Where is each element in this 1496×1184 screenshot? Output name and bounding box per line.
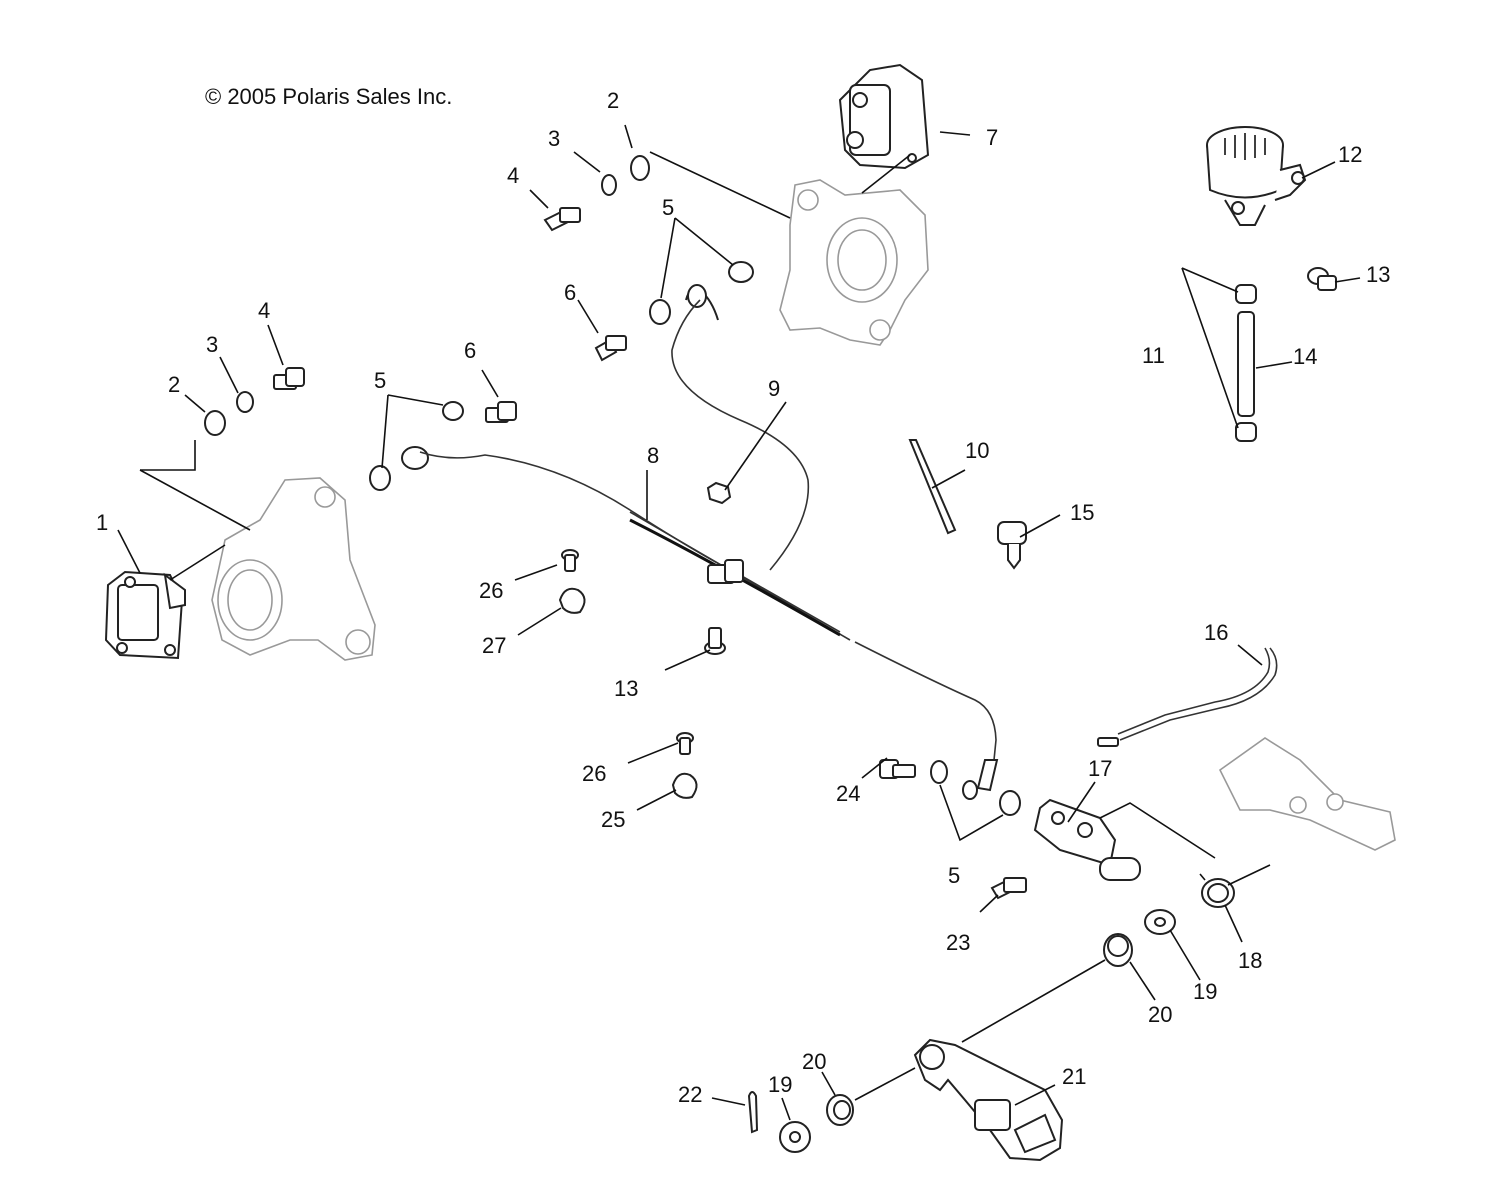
brake-lines	[419, 299, 997, 761]
bushing-20-upper	[1103, 933, 1133, 967]
callout-labels: 1 2 3 4 5 6 2 3 4 5 6 7 8 9 10 11 12 13 …	[96, 88, 1390, 1107]
left-caliper-bracket	[211, 477, 376, 661]
callout-11: 11	[1142, 343, 1165, 368]
callout-24: 24	[836, 781, 860, 806]
callout-15: 15	[1070, 500, 1094, 525]
reservoir-hose	[1235, 284, 1257, 442]
callout-17: 17	[1088, 756, 1112, 781]
callout-4-upper: 4	[507, 163, 519, 188]
brake-reservoir	[1206, 126, 1307, 226]
callout-19-lower: 19	[768, 1072, 792, 1097]
frame-section	[1218, 737, 1396, 851]
brake-cable	[1097, 647, 1278, 747]
callout-8: 8	[647, 443, 659, 468]
callout-3-upper: 3	[548, 126, 560, 151]
washer-19-upper	[1144, 909, 1176, 935]
callout-27: 27	[482, 633, 506, 658]
upper-fasteners	[543, 155, 754, 362]
callout-5-left: 5	[374, 368, 386, 393]
nut-9	[706, 481, 732, 505]
lower-fasteners	[879, 759, 1027, 900]
middle-fasteners	[558, 549, 726, 799]
callout-3-left: 3	[206, 332, 218, 357]
elbow-fitting	[997, 521, 1027, 570]
callout-18: 18	[1238, 948, 1262, 973]
callout-6-left: 6	[464, 338, 476, 363]
callout-1: 1	[96, 510, 108, 535]
callout-14: 14	[1293, 344, 1317, 369]
callout-5-upper: 5	[662, 195, 674, 220]
lower-pedal-hardware	[747, 1091, 854, 1153]
callout-7: 7	[986, 125, 998, 150]
callout-20-lower: 20	[802, 1049, 826, 1074]
callout-2-upper: 2	[607, 88, 619, 113]
leader-lines	[117, 124, 1361, 1121]
callout-13-upper: 13	[1366, 262, 1390, 287]
upper-brake-caliper	[838, 63, 930, 170]
return-spring	[1199, 873, 1235, 908]
callout-16: 16	[1204, 620, 1228, 645]
copyright-text: © 2005 Polaris Sales Inc.	[205, 84, 452, 109]
callout-26-upper: 26	[479, 578, 503, 603]
brake-pedal	[913, 1038, 1064, 1162]
callout-26-lower: 26	[582, 761, 606, 786]
callout-6-upper: 6	[564, 280, 576, 305]
callout-21: 21	[1062, 1064, 1086, 1089]
callout-23: 23	[946, 930, 970, 955]
callout-9: 9	[768, 376, 780, 401]
callout-12: 12	[1338, 142, 1362, 167]
callout-25: 25	[601, 807, 625, 832]
callout-4-left: 4	[258, 298, 270, 323]
callout-13-middle: 13	[614, 676, 638, 701]
callout-5-lower: 5	[948, 863, 960, 888]
screw-13-upper	[1307, 267, 1337, 291]
left-brake-caliper	[104, 570, 186, 660]
upper-caliper-bracket	[779, 179, 929, 346]
callout-22: 22	[678, 1082, 702, 1107]
brake-pin	[908, 439, 957, 535]
master-cylinder	[1033, 798, 1141, 881]
callout-2-left: 2	[168, 372, 180, 397]
callout-19-upper: 19	[1193, 979, 1217, 1004]
left-fasteners	[204, 367, 517, 491]
callout-20-upper: 20	[1148, 1002, 1172, 1027]
callout-10: 10	[965, 438, 989, 463]
